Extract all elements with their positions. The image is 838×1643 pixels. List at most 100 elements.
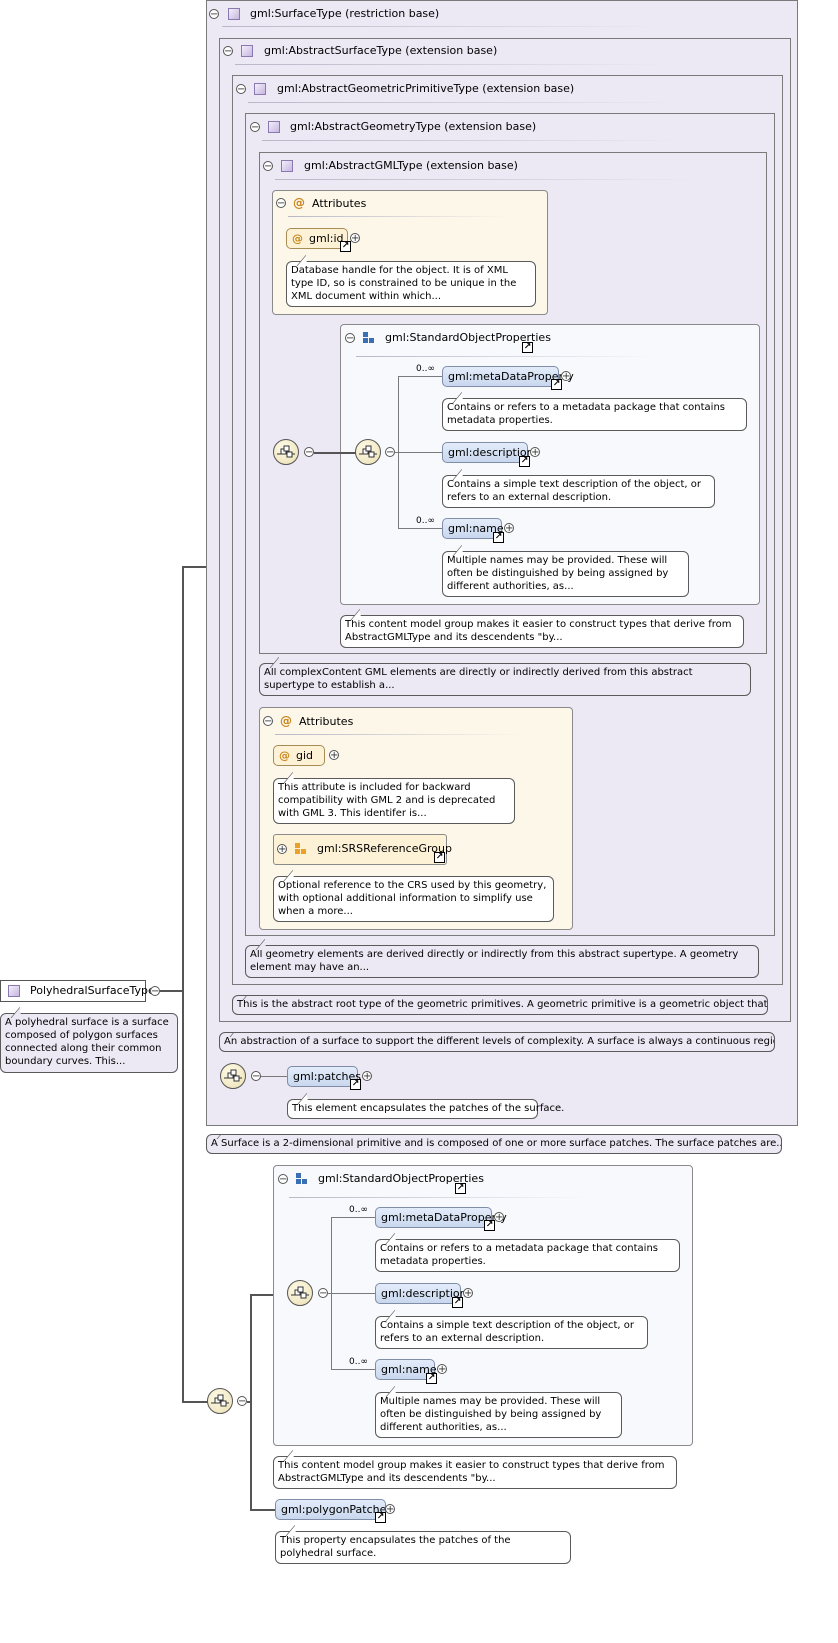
- group-icon: [363, 332, 375, 344]
- abstract-geometry-collapse-toggle[interactable]: −: [250, 122, 260, 133]
- separator: [275, 734, 525, 735]
- separator: [288, 216, 508, 217]
- gid-attribute[interactable]: @gid: [273, 745, 325, 766]
- sequence-glyph-icon: [359, 445, 377, 458]
- link-icon[interactable]: ↗: [434, 852, 445, 863]
- connector: [398, 376, 442, 377]
- polyhedral-surface-type-box[interactable]: [0, 980, 146, 1002]
- trunk-top-connector: [182, 566, 206, 568]
- abstract-gml-collapse-toggle[interactable]: −: [263, 161, 273, 172]
- link-icon[interactable]: ↗: [452, 1297, 463, 1308]
- link-icon[interactable]: ↗: [375, 1512, 386, 1523]
- expand-icon[interactable]: +: [494, 1212, 504, 1223]
- abstract-gml-doc: All complexContent GML elements are dire…: [259, 663, 751, 696]
- root-collapse-toggle[interactable]: −: [150, 986, 160, 997]
- connector: [331, 1369, 375, 1370]
- patches-element[interactable]: gml:patches: [287, 1066, 361, 1087]
- sequence-compositor-icon[interactable]: [220, 1063, 246, 1089]
- abstract-geometry-title: gml:AbstractGeometryType (extension base…: [290, 120, 537, 133]
- name-doc: Multiple names may be provided. These wi…: [375, 1392, 622, 1438]
- description-element[interactable]: gml:description: [442, 442, 534, 463]
- complex-type-icon: [254, 83, 266, 95]
- separator: [222, 26, 662, 27]
- connector: [261, 1076, 287, 1077]
- expand-icon[interactable]: +: [329, 750, 339, 761]
- link-icon[interactable]: ↗: [551, 379, 562, 390]
- sequence-compositor-icon[interactable]: [207, 1388, 233, 1414]
- name-element[interactable]: gml:name: [442, 518, 504, 539]
- sequence-collapse-toggle[interactable]: −: [237, 1396, 247, 1407]
- polygon-patches-element[interactable]: gml:polygonPatches: [275, 1499, 392, 1520]
- attributes-title: Attributes: [299, 715, 354, 728]
- name-element[interactable]: gml:name: [375, 1359, 437, 1380]
- complex-type-icon: [281, 160, 293, 172]
- expand-icon[interactable]: +: [561, 371, 571, 382]
- abstract-surface-doc: An abstraction of a surface to support t…: [219, 1032, 775, 1052]
- description-doc: Contains a simple text description of th…: [442, 475, 715, 508]
- expand-icon[interactable]: +: [277, 844, 287, 855]
- expand-icon[interactable]: +: [530, 447, 540, 458]
- sequence-compositor-icon[interactable]: [355, 439, 381, 465]
- expand-icon[interactable]: +: [362, 1071, 372, 1082]
- separator: [248, 102, 678, 103]
- abstract-surface-title: gml:AbstractSurfaceType (extension base): [264, 44, 498, 57]
- attributes-collapse-toggle[interactable]: −: [276, 198, 286, 209]
- expand-icon[interactable]: +: [463, 1288, 473, 1299]
- std-props-bottom-title: gml:StandardObjectProperties: [318, 1172, 484, 1185]
- std-props-title: gml:StandardObjectProperties: [385, 331, 551, 344]
- std-props-collapse-toggle[interactable]: −: [345, 333, 355, 344]
- surface-type-collapse-toggle[interactable]: −: [209, 9, 219, 20]
- expand-icon[interactable]: +: [385, 1504, 395, 1515]
- link-icon[interactable]: ↗: [340, 241, 351, 252]
- gml-id-attribute[interactable]: @gml:id: [286, 228, 348, 249]
- expand-icon[interactable]: +: [350, 233, 360, 244]
- sequence-collapse-toggle[interactable]: −: [318, 1288, 328, 1299]
- link-icon[interactable]: ↗: [426, 1373, 437, 1384]
- polygon-patches-doc: This property encapsulates the patches o…: [275, 1531, 571, 1564]
- complex-type-icon: [228, 8, 240, 20]
- sequence-collapse-toggle[interactable]: −: [251, 1071, 261, 1082]
- std-props-bottom-collapse-toggle[interactable]: −: [278, 1174, 288, 1185]
- attribute-icon: @: [292, 232, 303, 245]
- sequence-glyph-icon: [211, 1394, 229, 1407]
- abstract-surface-collapse-toggle[interactable]: −: [223, 46, 233, 57]
- sequence-collapse-toggle[interactable]: −: [385, 447, 395, 458]
- complex-type-icon: [268, 121, 280, 133]
- group-icon: [296, 1173, 308, 1185]
- abstract-geometric-primitive-collapse-toggle[interactable]: −: [236, 84, 246, 95]
- abstract-geometry-doc: All geometry elements are derived direct…: [245, 945, 759, 978]
- cardinality-label: 0..∞: [349, 1205, 368, 1215]
- root-connector: [160, 990, 184, 992]
- patches-doc: This element encapsulates the patches of…: [287, 1099, 564, 1119]
- std-props-doc: This content model group makes it easier…: [340, 615, 744, 648]
- connector: [250, 1509, 275, 1511]
- link-icon[interactable]: ↗: [519, 456, 530, 467]
- trunk-connector: [182, 566, 184, 1403]
- sequence-compositor-icon[interactable]: [273, 439, 299, 465]
- description-element[interactable]: gml:description: [375, 1283, 467, 1304]
- abstract-gml-title: gml:AbstractGMLType (extension base): [304, 159, 518, 172]
- polyhedral-surface-type-doc: A polyhedral surface is a surface compos…: [0, 1013, 178, 1073]
- separator: [356, 356, 656, 357]
- connector: [395, 452, 442, 453]
- link-icon[interactable]: ↗: [484, 1220, 495, 1231]
- attributes-collapse-toggle[interactable]: −: [263, 716, 273, 727]
- separator: [289, 1197, 589, 1198]
- metadata-property-element[interactable]: gml:metaDataProperty: [375, 1207, 507, 1228]
- metadata-property-element[interactable]: gml:metaDataProperty: [442, 366, 574, 387]
- link-icon[interactable]: ↗: [493, 532, 504, 543]
- metadata-property-doc: Contains or refers to a metadata package…: [442, 398, 747, 431]
- expand-icon[interactable]: +: [504, 523, 514, 534]
- complex-type-icon: [241, 45, 253, 57]
- link-icon[interactable]: ↗: [522, 342, 533, 353]
- sequence-collapse-toggle[interactable]: −: [304, 447, 314, 458]
- surface-type-title: gml:SurfaceType (restriction base): [250, 7, 440, 20]
- link-icon[interactable]: ↗: [350, 1079, 361, 1090]
- sequence-compositor-icon[interactable]: [287, 1280, 313, 1306]
- name-doc: Multiple names may be provided. These wi…: [442, 551, 689, 597]
- connector: [328, 1293, 375, 1294]
- separator: [262, 140, 682, 141]
- link-icon[interactable]: ↗: [455, 1183, 466, 1194]
- expand-icon[interactable]: +: [437, 1364, 447, 1375]
- attribute-icon: @: [293, 196, 305, 210]
